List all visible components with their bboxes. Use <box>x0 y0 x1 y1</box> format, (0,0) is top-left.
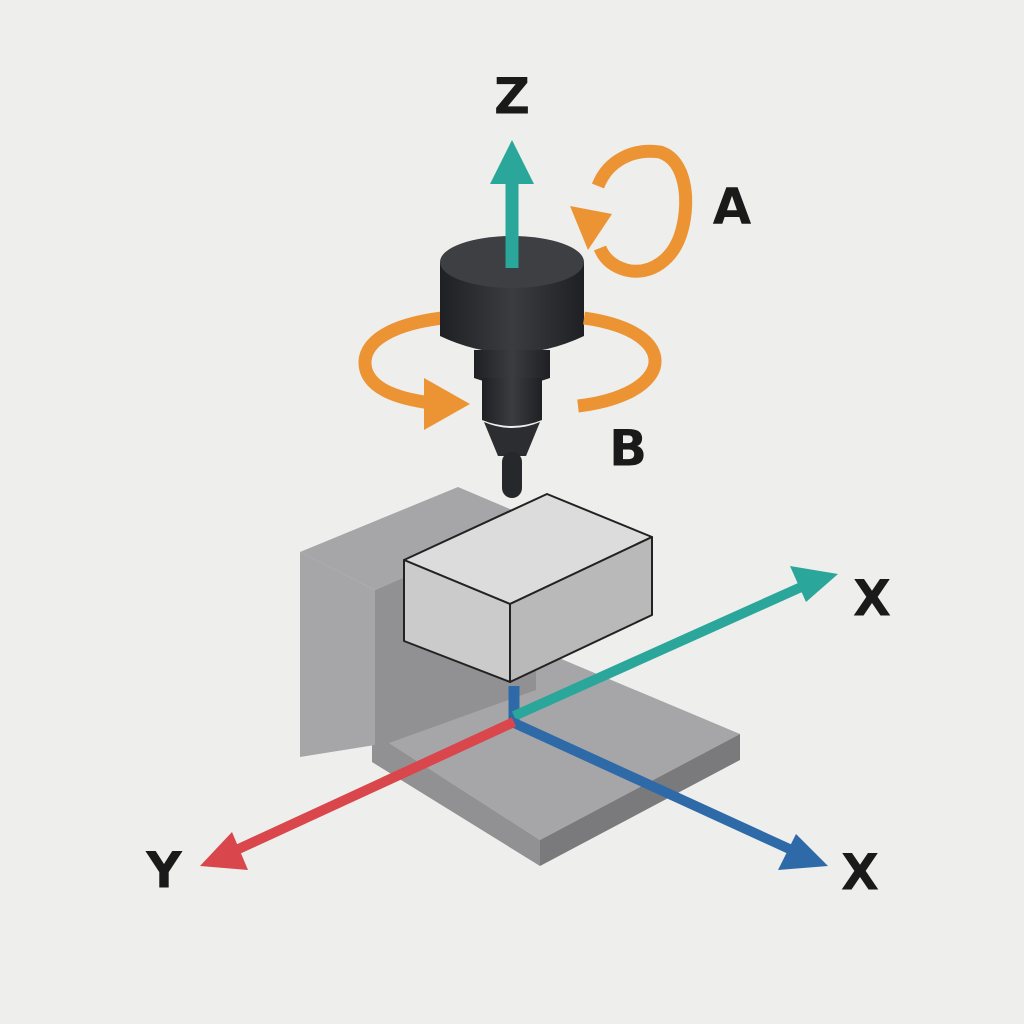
spindle <box>440 236 584 498</box>
x-axis-upper-arrowhead <box>790 566 838 602</box>
z-axis-label: Z <box>494 68 530 126</box>
z-axis-arrowhead <box>490 140 534 184</box>
b-rotation-arrow-back <box>358 311 443 411</box>
spindle-collar <box>474 350 550 385</box>
y-axis-arrowhead <box>200 832 248 870</box>
b-rotation-arrow <box>424 311 662 430</box>
b-axis-label: B <box>609 420 647 478</box>
labels: Z A B X X Y <box>145 68 891 902</box>
workpiece-side <box>509 536 653 683</box>
spindle-body <box>482 378 542 426</box>
x-axis-lower-arrowhead <box>778 834 828 870</box>
fixture-wall-front <box>300 552 375 757</box>
circular-arrow-icon <box>424 378 470 430</box>
a-rotation-arrow <box>570 144 693 278</box>
y-axis-line <box>229 717 517 857</box>
z-axis <box>490 140 534 268</box>
axes <box>200 566 838 870</box>
workpiece-block <box>403 493 653 683</box>
fixture-base-right <box>540 734 740 866</box>
a-axis-label: A <box>713 178 752 236</box>
x-axis-lower-label: X <box>841 844 880 902</box>
x-axis-lower-line <box>509 717 799 857</box>
fixture-wall-top <box>300 487 536 590</box>
spindle-head <box>440 262 584 353</box>
y-axis-label: Y <box>145 842 183 900</box>
tool-tip <box>502 452 522 498</box>
b-rotation-front-arc <box>577 311 662 413</box>
a-rotation-arc <box>591 144 693 278</box>
x-axis-upper-line <box>511 579 811 721</box>
spindle-taper <box>484 422 540 456</box>
circular-arrow-icon <box>570 206 612 250</box>
x-axis-upper-label: X <box>853 570 892 628</box>
